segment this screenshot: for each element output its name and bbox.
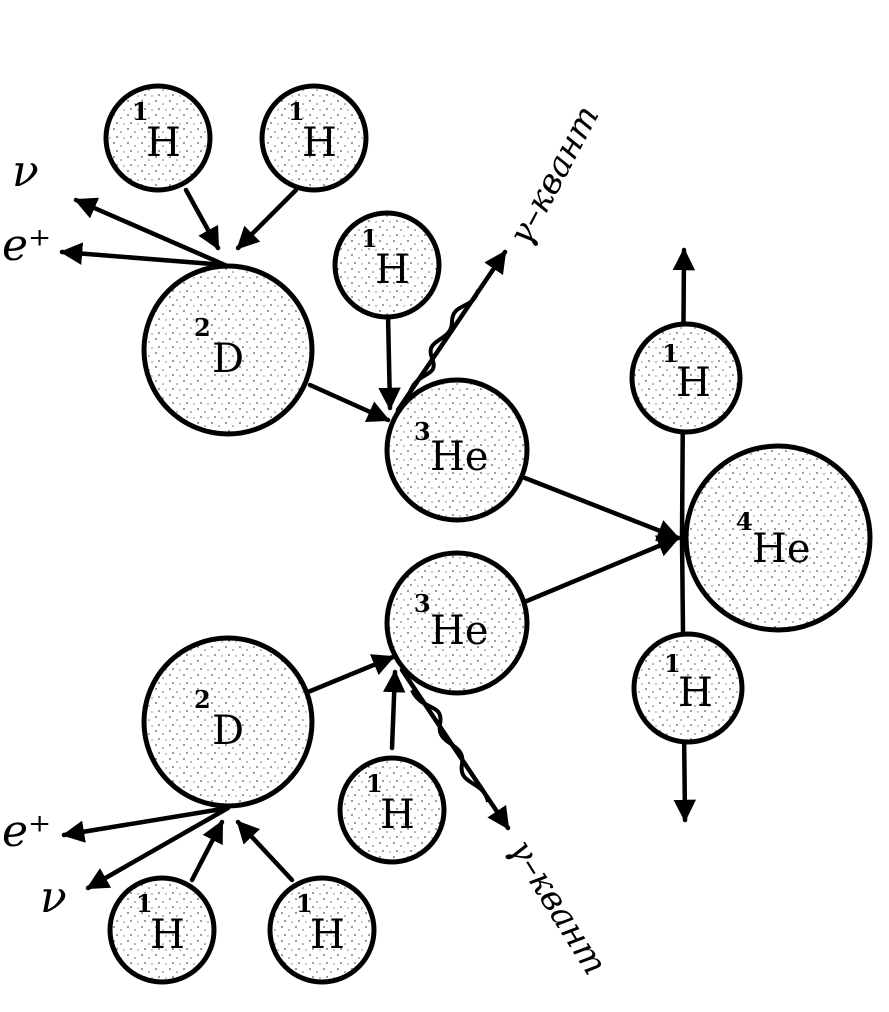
particle-h5-mass: 1 — [136, 889, 153, 918]
particle-h2-mass: 1 — [288, 97, 305, 126]
gamma-label-top: γ–квант — [501, 99, 608, 252]
particle-h4: 1 H — [337, 755, 447, 865]
particle-h6-mass: 1 — [296, 889, 313, 918]
particle-he3-top-mass: 3 — [414, 417, 431, 446]
particle-h6: 1 H — [267, 875, 377, 985]
particle-h1: 1 H — [103, 83, 213, 193]
particle-d-bottom-mass: 2 — [194, 685, 211, 714]
particle-h3: 1 H — [332, 210, 442, 320]
gamma-wave-top — [408, 289, 480, 393]
reaction-links — [59, 187, 697, 891]
particle-he3-bottom-mass: 3 — [414, 589, 431, 618]
gamma-label-bottom: γ–квант — [500, 832, 615, 982]
particle-h4-mass: 1 — [366, 769, 383, 798]
neutrino-label-top: ν — [12, 146, 39, 197]
link-d-top-to-positron — [59, 242, 228, 268]
positron-label-bottom: e⁺ — [2, 806, 51, 857]
particle-h1-symbol: H — [146, 120, 181, 166]
particle-h-out-top-symbol: H — [676, 360, 711, 406]
particle-d-bottom: 2 D — [141, 635, 315, 809]
particle-h-out-bottom: 1 H — [631, 631, 745, 745]
particle-he3-bottom-symbol: He — [430, 608, 489, 654]
particle-h-out-top: 1 H — [629, 321, 743, 435]
particle-h3-mass: 1 — [361, 224, 378, 253]
link-h6-to-d-bottom — [235, 819, 295, 883]
particle-h5: 1 H — [107, 875, 217, 985]
particle-d-top-symbol: D — [212, 336, 244, 382]
particle-d-top: 2 D — [141, 263, 315, 437]
particle-h2-symbol: H — [302, 120, 337, 166]
particle-h1-mass: 1 — [132, 97, 149, 126]
link-h4-to-he3-bottom — [382, 669, 406, 751]
link-d-top-to-neutrino — [73, 197, 228, 268]
particle-he3-top: 3 He — [384, 377, 530, 523]
particle-h6-symbol: H — [310, 912, 345, 958]
particle-h3-symbol: H — [375, 247, 410, 293]
link-d-top-to-he3-top — [307, 382, 391, 423]
link-d-bottom-to-he3-bottom — [305, 654, 396, 695]
link-he3-top-to-he4 — [522, 475, 681, 542]
link-h1-to-d-top — [183, 187, 221, 251]
link-he3-bottom-to-he4 — [519, 535, 681, 606]
particle-h-out-bottom-mass: 1 — [664, 649, 681, 678]
neutrino-label-bottom: ν — [40, 872, 67, 923]
particle-h2: 1 H — [259, 83, 369, 193]
link-d-bottom-to-positron — [61, 805, 231, 843]
particle-he4-symbol: He — [752, 526, 811, 572]
particle-he3-bottom: 3 He — [384, 550, 530, 696]
particle-he4-mass: 4 — [736, 507, 753, 536]
particle-he3-top-symbol: He — [430, 434, 489, 480]
link-h2-to-d-top — [235, 187, 299, 251]
link-h5-to-d-bottom — [189, 819, 225, 883]
particle-d-top-mass: 2 — [194, 313, 211, 342]
particle-h5-symbol: H — [150, 912, 185, 958]
particle-h-out-bottom-symbol: H — [678, 670, 713, 716]
positron-label-top: e⁺ — [2, 220, 51, 271]
particle-d-bottom-symbol: D — [212, 708, 244, 754]
link-h3-to-he3-top — [378, 312, 401, 411]
particle-h4-symbol: H — [380, 792, 415, 838]
particle-he4: 4 He — [683, 443, 873, 633]
particle-h-out-top-mass: 1 — [662, 339, 679, 368]
gamma-wave-bottom — [410, 689, 490, 803]
